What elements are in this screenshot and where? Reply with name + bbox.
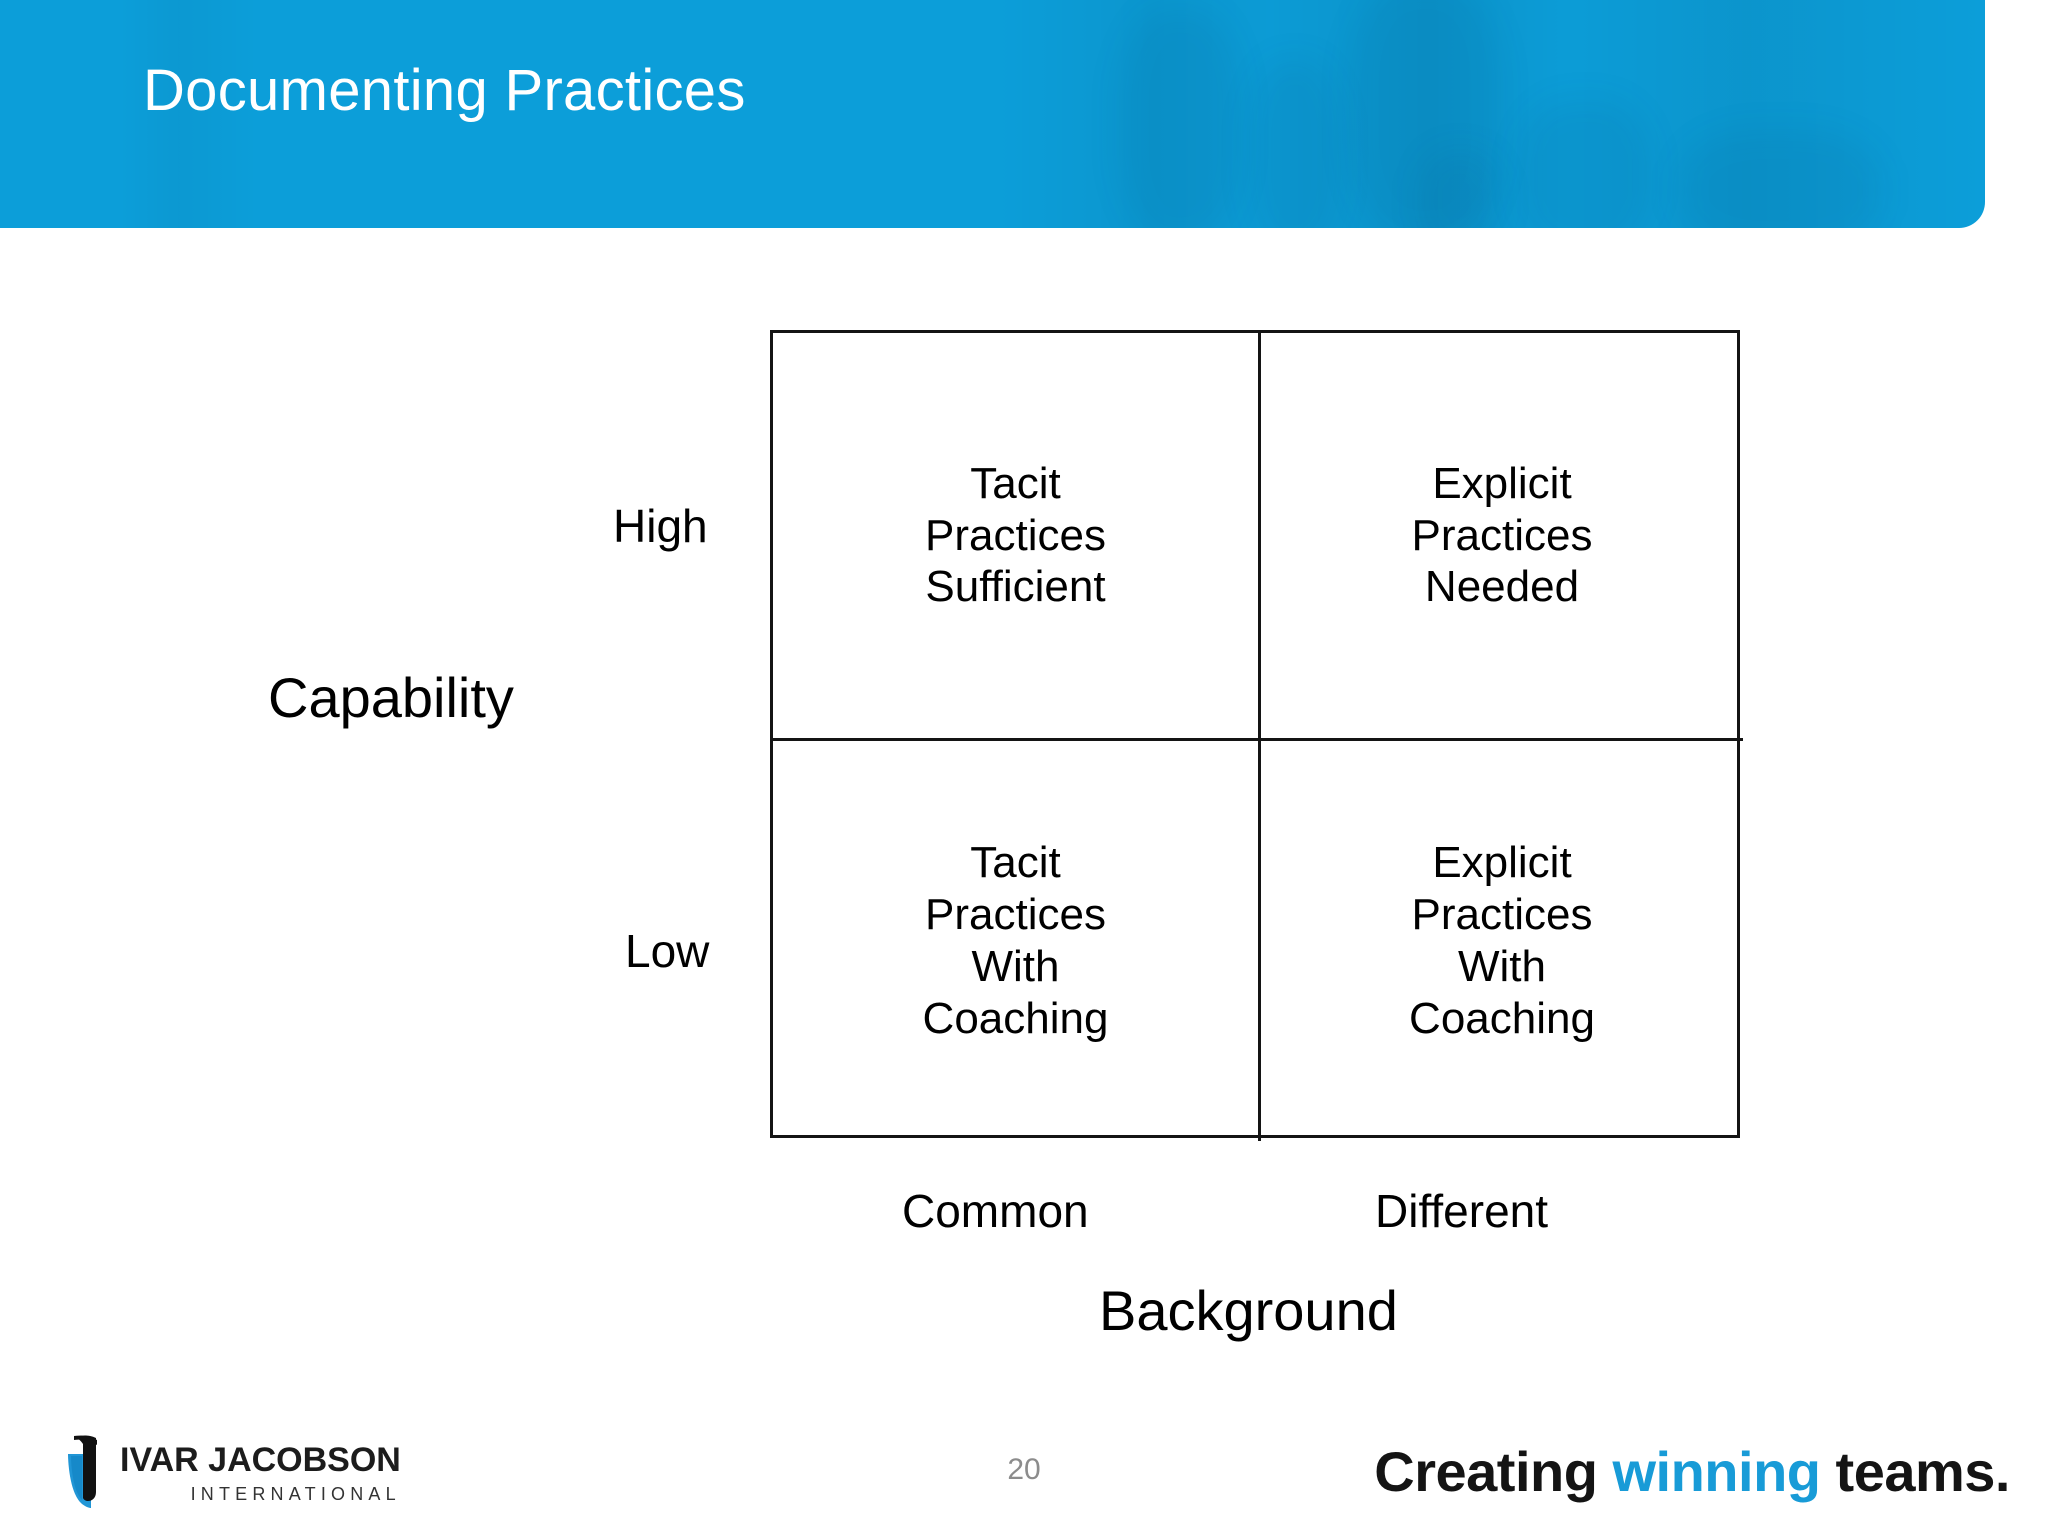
cell-line: With [1458,942,1546,991]
logo-company-sub: INTERNATIONAL [190,1484,401,1504]
cell-line: Explicit [1432,458,1572,508]
matrix-cell-low-common: Tacit Practices With Coaching [773,738,1258,1141]
cell-line: Coaching [1409,993,1595,1043]
company-logo: IVAR JACOBSON INTERNATIONAL [62,1434,401,1510]
cell-line: Coaching [922,993,1109,1043]
matrix-cell-high-common: Tacit Practices Sufficient [773,333,1258,738]
cell-line: Practices [925,890,1106,940]
cell-line: Tacit [970,838,1061,888]
ivar-jacobson-mark-icon [62,1434,110,1510]
tagline-accent: winning [1612,1440,1821,1503]
cell-line: Explicit [1432,838,1572,888]
capability-background-matrix: Tacit Practices Sufficient Explicit Prac… [770,330,1743,1141]
x-axis-tick-common: Common [902,1185,1089,1237]
matrix-cell-low-different: Explicit Practices With Coaching [1258,738,1743,1141]
x-axis-title: Background [1099,1279,1398,1342]
cell-line: Tacit [970,458,1061,508]
tagline-part1: Creating [1374,1440,1613,1503]
y-axis-tick-low: Low [625,925,710,977]
cell-line: Needed [1424,562,1580,612]
cell-line: Practices [1411,510,1593,560]
page-number: 20 [1007,1453,1041,1486]
cell-line: Sufficient [925,562,1106,612]
x-axis-tick-different: Different [1375,1185,1549,1237]
matrix-cell-high-different: Explicit Practices Needed [1258,333,1743,738]
cell-line: Practices [925,510,1106,560]
company-tagline: Creating winning teams. [1374,1444,2010,1500]
logo-company-name: IVAR JACOBSON [120,1441,401,1479]
tagline-part2: teams. [1820,1440,2011,1503]
y-axis-tick-high: High [613,500,708,552]
page-title: Documenting Practices [143,58,746,123]
cell-line: Practices [1411,890,1593,940]
cell-line: With [971,942,1060,991]
y-axis-title: Capability [268,666,514,729]
